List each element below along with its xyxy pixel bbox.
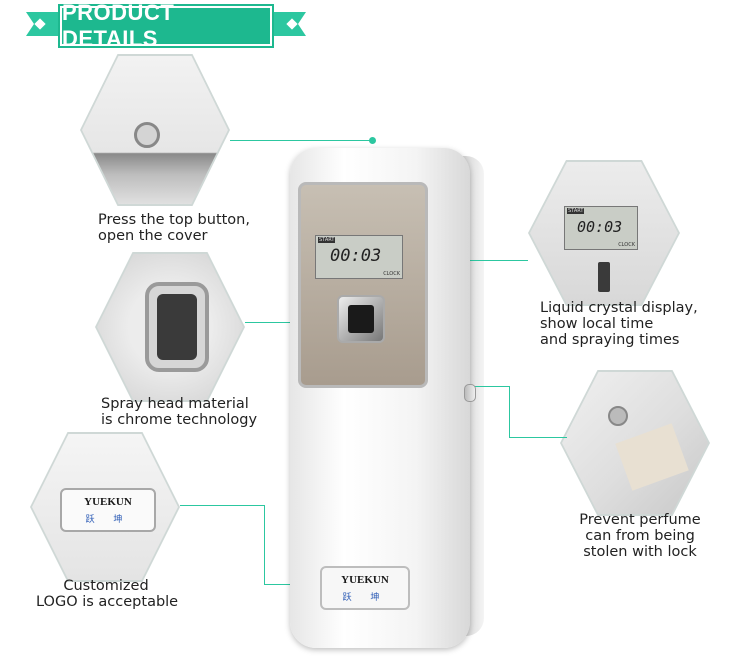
brand-name: YUEKUN (84, 496, 132, 508)
product-details-banner: PRODUCT DETAILS (26, 0, 306, 51)
device-logo-plate: YUEKUN 跃 坤 (320, 566, 410, 610)
connector-line (509, 437, 567, 438)
caption-line: is chrome technology (101, 412, 258, 428)
logo-plate-zoom: YUEKUN 跃 坤 (60, 488, 156, 532)
caption-top-button: Press the top button, open the cover (98, 212, 250, 244)
banner-title: PRODUCT DETAILS (62, 0, 175, 51)
connector-line (472, 386, 510, 387)
lcd-start-label: START (567, 208, 585, 214)
caption-line: Customized (63, 578, 149, 594)
caption-line: Spray head material (101, 396, 249, 412)
device-lcd-start: START (318, 237, 336, 243)
device-lcd: START 00:03 CLOCK (315, 235, 403, 279)
lock-icon (608, 406, 628, 426)
device-lcd-time: 00:03 (330, 246, 382, 266)
hex-lcd: START 00:03 CLOCK (528, 160, 680, 306)
lcd-zoom: START 00:03 CLOCK (564, 206, 638, 250)
hex-lock (560, 370, 710, 516)
hex-top-button (80, 54, 230, 206)
caption-logo: Customized LOGO is acceptable (36, 578, 179, 610)
connector-line (264, 505, 265, 585)
banner-main: PRODUCT DETAILS (60, 0, 272, 51)
hex-spray-head (95, 252, 245, 402)
connector-line (180, 505, 264, 506)
brand-chinese: 跃 坤 (85, 515, 131, 525)
device-brand-chinese: 跃 坤 (342, 593, 388, 603)
connector-line (509, 386, 510, 438)
top-button-icon (134, 122, 160, 148)
caption-line: open the cover (98, 228, 208, 244)
caption-spray-head: Spray head material is chrome technology (101, 396, 257, 428)
connector-line (230, 140, 374, 141)
caption-lcd: Liquid crystal display, show local time … (540, 300, 698, 348)
caption-line: and spraying times (540, 332, 680, 348)
device-nozzle (337, 295, 385, 343)
caption-line: can from being (585, 528, 695, 544)
device-lcd-clock: CLOCK (383, 271, 400, 277)
caption-line: LOGO is acceptable (36, 594, 179, 610)
nozzle-icon (598, 262, 610, 292)
caption-line: Liquid crystal display, (540, 300, 698, 316)
device-brand-name: YUEKUN (341, 574, 389, 586)
lcd-clock-label: CLOCK (618, 242, 635, 248)
device-lock-hole (464, 384, 476, 402)
air-freshener-dispenser: START 00:03 CLOCK YUEKUN 跃 坤 (290, 148, 484, 648)
spray-head-icon (145, 282, 209, 372)
caption-line: Press the top button, (98, 212, 250, 228)
lcd-time: 00:03 (577, 218, 623, 236)
caption-line: show local time (540, 316, 654, 332)
connector-dot (369, 137, 376, 144)
device-front-window: START 00:03 CLOCK (298, 182, 428, 388)
caption-lock: Prevent perfume can from being stolen wi… (574, 512, 706, 560)
caption-line: stolen with lock (583, 544, 697, 560)
caption-line: Prevent perfume (579, 512, 701, 528)
hex-logo: YUEKUN 跃 坤 (30, 432, 180, 582)
